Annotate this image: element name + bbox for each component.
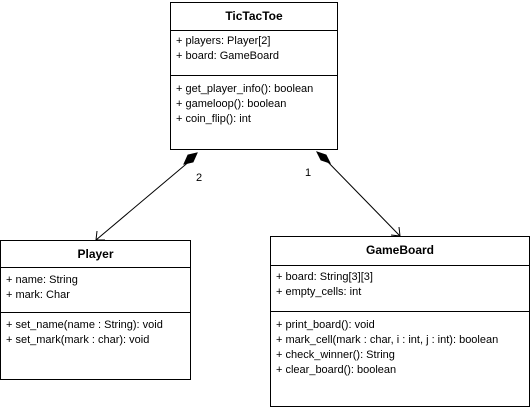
methods-player: + set_name(name : String): void + set_ma… (1, 313, 190, 348)
association-tictactoe-player (95, 152, 198, 241)
method-print-board: + print_board(): void (276, 319, 375, 331)
class-name-tictactoe: TicTacToe (171, 3, 337, 31)
multiplicity-gameboard: 1 (305, 167, 312, 179)
method-set-mark: + set_mark(mark : char): void (6, 334, 150, 346)
composition-diamond-player (183, 152, 198, 165)
attribute-players: + players: Player[2] (176, 35, 271, 47)
multiplicity-player: 2 (196, 172, 203, 184)
attributes-gameboard: + board: String[3][3] + empty_cells: int (271, 266, 529, 312)
method-set-name: + set_name(name : String): void (6, 319, 163, 331)
method-coin-flip: + coin_flip(): int (176, 113, 251, 125)
attribute-empty-cells: + empty_cells: int (276, 286, 362, 298)
attribute-name: + name: String (6, 274, 78, 286)
method-mark-cell: + mark_cell(mark : char, i : int, j : in… (276, 334, 499, 346)
attribute-board: + board: GameBoard (176, 50, 280, 62)
method-clear-board: + clear_board(): boolean (276, 364, 397, 376)
class-name-player: Player (1, 241, 190, 268)
method-get-player-info: + get_player_info(): boolean (176, 83, 314, 95)
class-tictactoe[interactable]: TicTacToe + players: Player[2] + board: … (170, 2, 338, 150)
composition-diamond-gameboard (316, 151, 331, 164)
attributes-tictactoe: + players: Player[2] + board: GameBoard (171, 31, 337, 76)
class-name-gameboard: GameBoard (271, 237, 529, 266)
methods-tictactoe: + get_player_info(): boolean + gameloop(… (171, 76, 337, 127)
attributes-player: + name: String + mark: Char (1, 268, 190, 313)
attribute-mark: + mark: Char (6, 289, 70, 301)
attribute-board: + board: String[3][3] (276, 271, 373, 283)
association-line-player (95, 159, 192, 241)
association-line-gameboard (323, 157, 401, 237)
method-gameloop: + gameloop(): boolean (176, 98, 287, 110)
method-check-winner: + check_winner(): String (276, 349, 395, 361)
class-gameboard[interactable]: GameBoard + board: String[3][3] + empty_… (270, 236, 530, 407)
class-player[interactable]: Player + name: String + mark: Char + set… (0, 240, 191, 380)
methods-gameboard: + print_board(): void + mark_cell(mark :… (271, 312, 529, 378)
association-tictactoe-gameboard (316, 151, 401, 237)
